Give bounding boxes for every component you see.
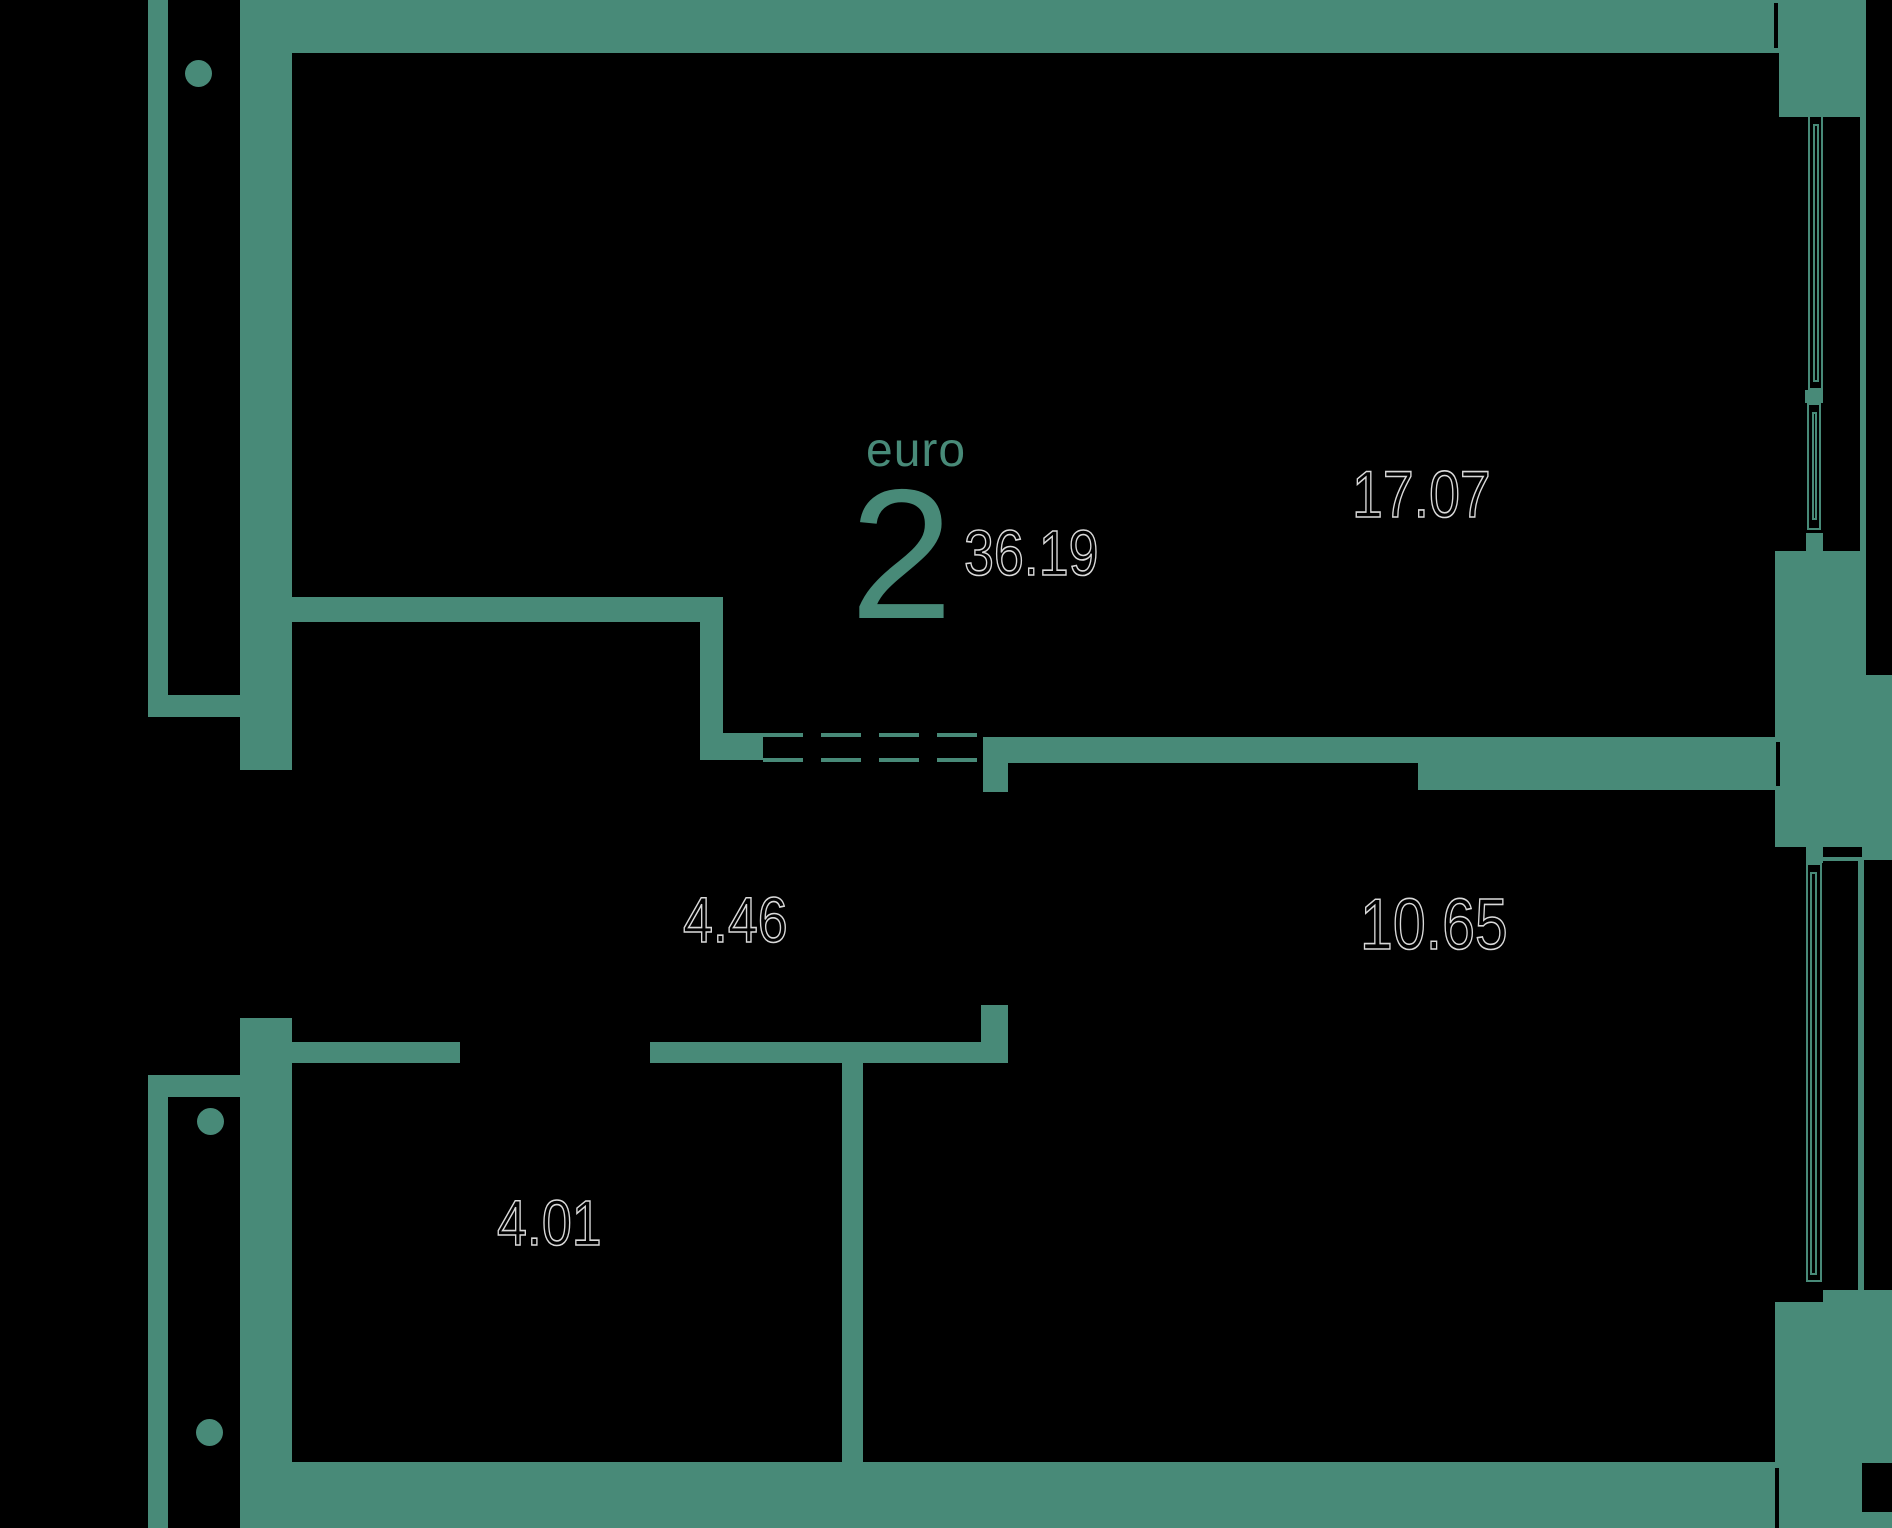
wall-bottom-right-block (1775, 1302, 1892, 1463)
window-lower-sill-top (1806, 847, 1823, 863)
unit-type-label: euro (866, 424, 967, 477)
window-upper-sash1-frame (1808, 112, 1823, 390)
door-threshold-top (763, 733, 983, 737)
facade-line-right-upper (1860, 0, 1866, 675)
window-lower-glass (1810, 872, 1817, 1275)
window-upper-sill (1806, 533, 1823, 553)
door-marker-right (1776, 742, 1780, 786)
unit-total-area: 36.19 (963, 517, 1099, 589)
wall-h-upper (292, 597, 723, 622)
wall-step-vertical (700, 622, 723, 760)
window-upper-sash2-glass (1812, 412, 1817, 520)
wall-h-mid-thin (983, 737, 1418, 763)
balcony-post-circle-mid (197, 1108, 224, 1135)
balcony-post-circle-bottom (196, 1419, 223, 1446)
balcony-rail-bottom-left (148, 1097, 168, 1528)
wall-left-thick-lower (240, 1018, 292, 1462)
wall-v-bottomroom-right (842, 1063, 863, 1462)
window-upper-sash1-glass (1813, 124, 1819, 382)
door-jamb-stub (983, 763, 1008, 792)
wall-h-mid-left (700, 733, 763, 760)
door-threshold-bottom (763, 758, 983, 762)
wall-corner-top-right (1779, 0, 1862, 117)
wall-joint-marker-top (1774, 3, 1778, 48)
wall-right-edge-block (1862, 675, 1892, 860)
balcony-post-circle-top (185, 60, 212, 87)
balcony-rail-top-left (148, 0, 168, 717)
wall-left-thick-upper (240, 0, 292, 770)
window-lower-connector (1823, 857, 1862, 861)
room-area-label-top: 17.07 (1351, 457, 1491, 531)
wall-joint-marker-bottom (1775, 1468, 1779, 1528)
wall-h-bottomroom-right (650, 1042, 1008, 1063)
wall-top-band (242, 0, 1779, 53)
wall-h-bottomroom-left (292, 1042, 460, 1063)
room-area-label-bottom-right: 10.65 (1359, 885, 1508, 965)
wall-h-mid-thick (1418, 737, 1775, 790)
room-area-label-bottom-left: 4.01 (496, 1187, 602, 1259)
balcony-rail-bottom-left-return (148, 1075, 240, 1097)
wall-right-bar-mid (1775, 551, 1862, 847)
wall-notch-bottom-right (1862, 1463, 1892, 1512)
window-upper-sash2-frame (1807, 403, 1821, 530)
unit-rooms-count: 2 (850, 452, 953, 658)
window-lower-frame (1806, 863, 1822, 1282)
window-upper-divider (1805, 390, 1823, 403)
balcony-rail-top-left-return (148, 695, 240, 717)
door-jamb-stub-bottom (981, 1005, 1008, 1042)
room-area-label-hall: 4.46 (682, 884, 788, 956)
wall-bottom-band (240, 1462, 1892, 1528)
wall-bottom-right-ledge (1823, 1290, 1892, 1303)
facade-line-right-lower (1858, 860, 1864, 1292)
